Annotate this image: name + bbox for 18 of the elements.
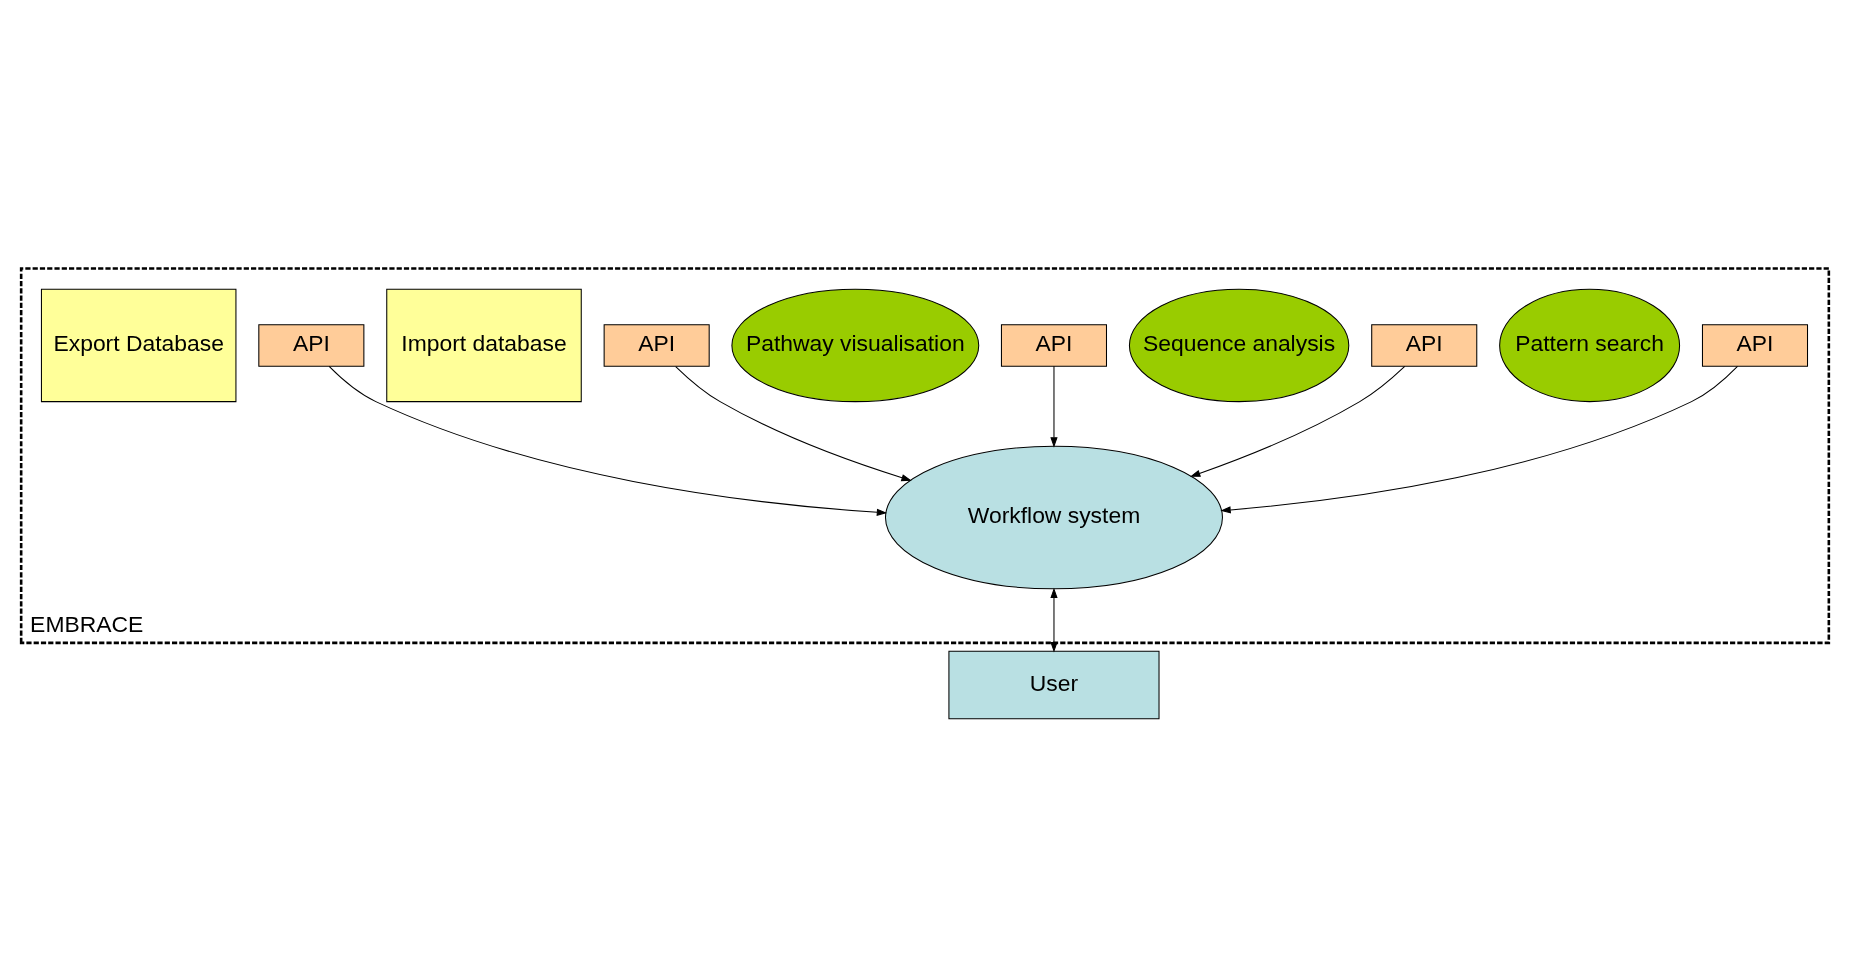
node-box: API	[1000, 323, 1107, 367]
node-box: API	[1701, 323, 1809, 367]
arrow	[675, 365, 912, 481]
node-box: Import database	[386, 288, 582, 402]
node-ellipse: Pattern search	[1499, 288, 1681, 402]
arrow	[1050, 587, 1058, 652]
node-ellipse: Pathway visualisation	[731, 288, 980, 402]
node-box: Export Database	[40, 288, 237, 402]
arrow	[328, 365, 888, 516]
arrow	[1189, 365, 1406, 477]
node-ellipse: Workflow system	[884, 445, 1223, 589]
node-ellipse: Sequence analysis	[1128, 288, 1350, 402]
arrow	[1220, 365, 1739, 513]
arrow	[1050, 365, 1058, 448]
node-box: API	[1371, 323, 1478, 367]
node-box: User	[948, 650, 1160, 719]
node-box: API	[258, 323, 365, 367]
node-box: API	[603, 323, 710, 367]
